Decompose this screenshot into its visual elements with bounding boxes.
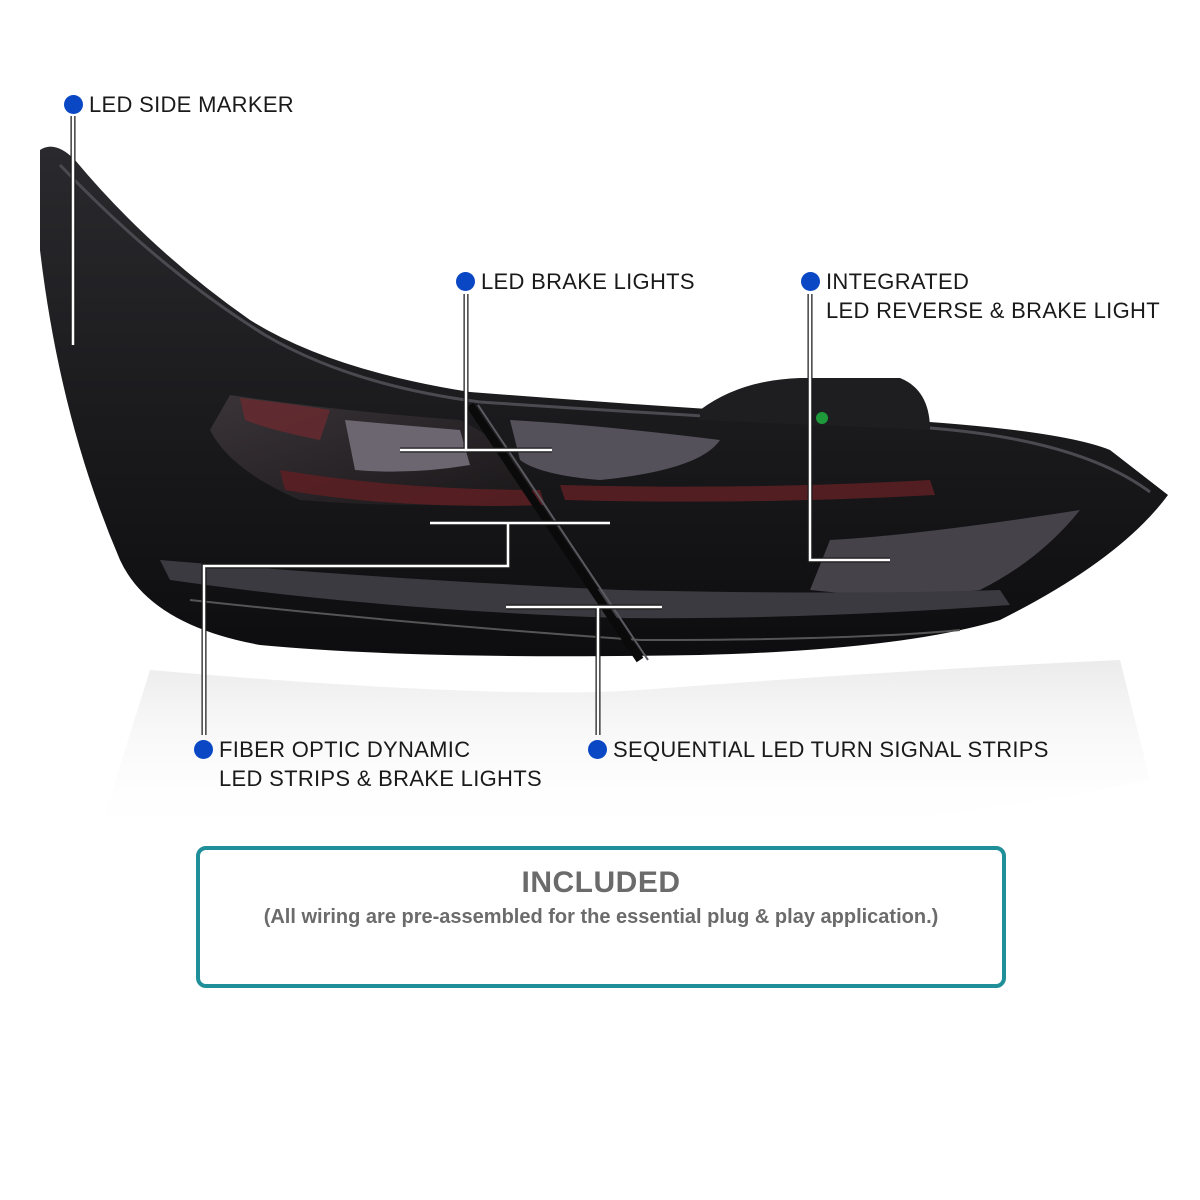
reflection [100, 660, 1150, 842]
led-cluster-right [810, 510, 1080, 595]
callout-sequential-turn-signal: SEQUENTIAL LED TURN SIGNAL STRIPS [588, 735, 1049, 764]
callout-led-side-marker: LED SIDE MARKER [64, 90, 294, 119]
included-title: INCLUDED [521, 866, 681, 899]
bullet-dot-icon [456, 272, 475, 291]
callout-label: LED BRAKE LIGHTS [481, 269, 695, 294]
callout-label-line2: LED REVERSE & BRAKE LIGHT [826, 298, 1160, 323]
callout-integrated-reverse-brake: INTEGRATED LED REVERSE & BRAKE LIGHT [801, 267, 1160, 325]
bullet-dot-icon [801, 272, 820, 291]
callout-label: LED SIDE MARKER [89, 92, 294, 117]
callout-fiber-optic-strips: FIBER OPTIC DYNAMIC LED STRIPS & BRAKE L… [194, 735, 542, 793]
led-cluster-left [345, 420, 470, 472]
callout-label-line2: LED STRIPS & BRAKE LIGHTS [219, 766, 542, 791]
housing [40, 146, 1168, 657]
lower-strip [160, 560, 1010, 619]
callout-label-line1: FIBER OPTIC DYNAMIC [219, 737, 471, 762]
bullet-dot-icon [194, 740, 213, 759]
callout-label: SEQUENTIAL LED TURN SIGNAL STRIPS [613, 737, 1049, 762]
callout-led-brake-lights: LED BRAKE LIGHTS [456, 267, 695, 296]
included-subtitle: (All wiring are pre-assembled for the es… [263, 906, 939, 928]
callout-label-line1: INTEGRATED [826, 269, 970, 294]
led-cluster-mid [510, 420, 720, 480]
included-box: INCLUDED (All wiring are pre-assembled f… [196, 846, 1006, 988]
bullet-dot-icon [588, 740, 607, 759]
bullet-dot-icon [64, 95, 83, 114]
